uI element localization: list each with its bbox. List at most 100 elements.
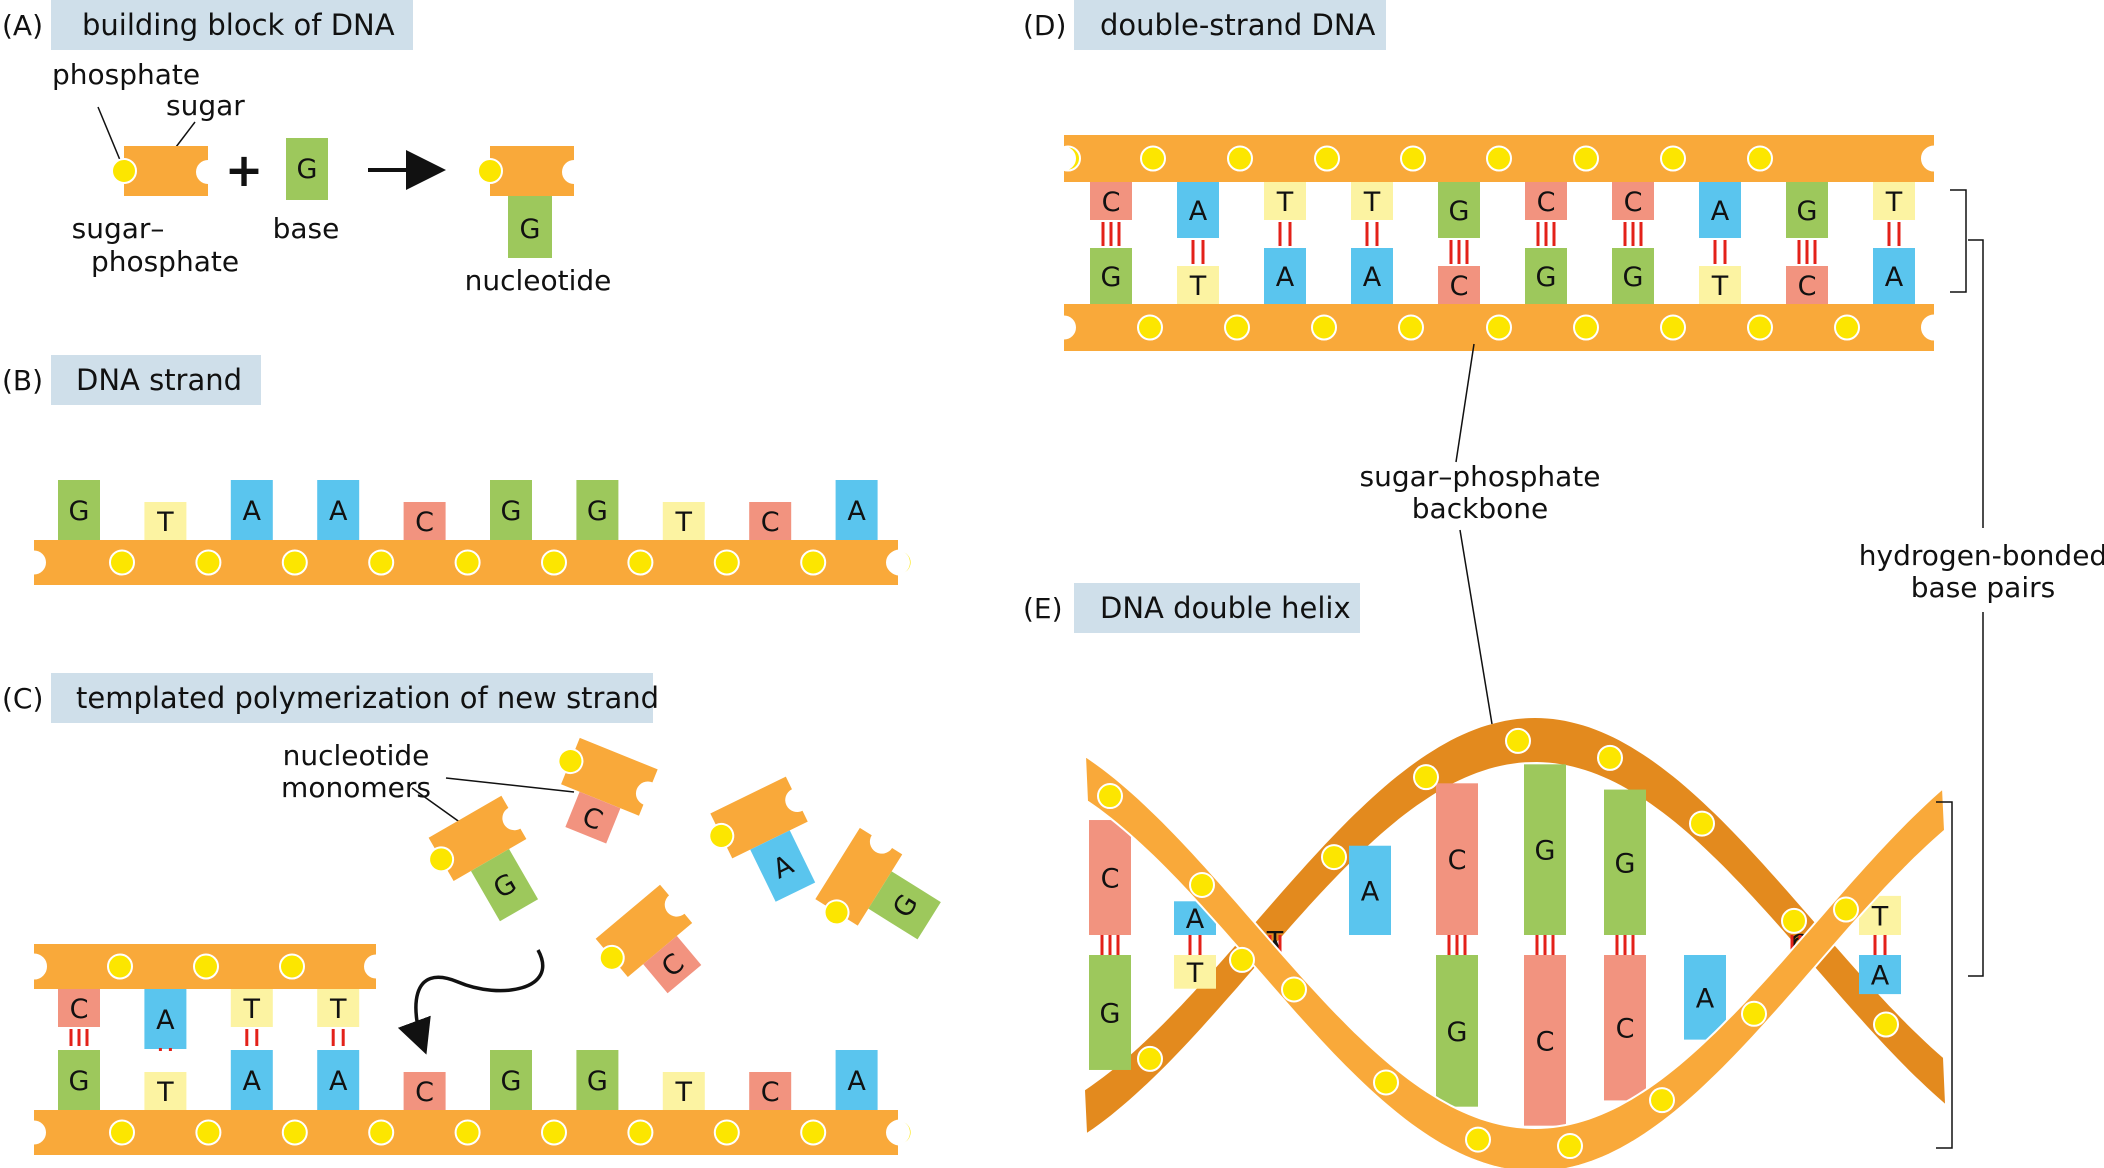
hydrogen-bonds	[1188, 935, 1202, 955]
panel-c: (C) templated polymerization of new stra…	[2, 673, 941, 1155]
base-rect	[1351, 182, 1393, 220]
base-letter: C	[1616, 1014, 1635, 1045]
connector-hbond-e	[1968, 612, 1984, 977]
helix-pair: TA	[1859, 895, 1901, 995]
hydrogen-bonds	[1191, 240, 1205, 264]
hydrogen-bonds	[245, 1029, 259, 1046]
hydrogen-bonds	[1535, 935, 1555, 955]
hydrogen-bonds	[1278, 222, 1292, 246]
base-t: T	[1351, 182, 1393, 220]
monomer-base	[565, 791, 621, 844]
base-letter: A	[1186, 904, 1205, 935]
base-rect	[1786, 266, 1828, 304]
base-c: C	[1436, 783, 1478, 935]
phosphate-dot	[109, 1119, 135, 1146]
base-letter: T	[1885, 187, 1903, 218]
phosphate-dot	[1137, 1045, 1163, 1072]
base-a: A	[1174, 901, 1216, 935]
phosphate-dot	[800, 1119, 827, 1146]
monomer-sugar	[710, 776, 808, 859]
base-rect	[835, 1050, 878, 1110]
helix-pair: GC	[1524, 764, 1566, 1126]
base-rect	[1612, 182, 1654, 220]
base-letter: C	[70, 994, 89, 1025]
backbone-d-bottom	[1052, 304, 1947, 351]
phosphate-dot	[454, 549, 481, 576]
phosphate-dot	[281, 1119, 308, 1146]
hydrogen-bonds	[1449, 240, 1469, 264]
base-letter: C	[415, 507, 434, 538]
base-block: G	[286, 138, 328, 200]
base-t: T	[662, 502, 705, 540]
base-letter: C	[761, 1077, 780, 1108]
helix-pair: A	[1684, 955, 1726, 1040]
base-a: A	[1699, 182, 1741, 238]
phosphate-dot	[713, 549, 740, 576]
hydrogen-bonds	[1797, 240, 1817, 264]
monomer-sugar	[561, 737, 658, 816]
phosphate-dot	[1781, 907, 1807, 934]
base-letter: G	[69, 1066, 90, 1097]
monomer-base	[643, 935, 702, 994]
base-g: G	[1090, 248, 1132, 304]
base-g: G	[490, 1050, 532, 1110]
base-letter: A	[847, 496, 866, 527]
base-t: T	[317, 989, 360, 1027]
base-a: A	[1684, 955, 1726, 1040]
base-t: T	[1699, 266, 1741, 304]
hydrogen-bonds	[1365, 222, 1379, 246]
end-notch	[22, 954, 46, 979]
base-letter: C	[415, 1077, 434, 1108]
base-g: G	[1786, 182, 1828, 238]
end-notch	[364, 954, 388, 979]
base-letter: C	[1450, 271, 1469, 302]
base-letter: G	[1536, 262, 1557, 293]
phosphate-dot	[1833, 896, 1859, 923]
base-rect	[1264, 182, 1306, 220]
base-rect	[1604, 955, 1646, 1101]
hydrogen-bonds	[69, 1029, 89, 1046]
base-rect	[490, 1050, 532, 1110]
base-g: G	[576, 1050, 619, 1110]
base-letter: A	[1696, 983, 1715, 1014]
base-letter: A	[1885, 262, 1904, 293]
base-rect	[1177, 182, 1219, 238]
base-t: T	[662, 1072, 705, 1110]
base-letter: A	[1361, 876, 1380, 907]
base-t: T	[1873, 182, 1915, 220]
base-rect	[317, 989, 360, 1027]
phosphate-dot	[800, 549, 827, 576]
base-g: G	[576, 480, 619, 540]
base-letter: C	[1537, 187, 1556, 218]
monomer-phosphate	[598, 944, 625, 971]
phosphate-dot	[368, 1119, 395, 1146]
panel-c-title-bg	[51, 673, 653, 723]
monomer-phosphate	[708, 822, 735, 849]
base-rect	[1786, 182, 1828, 238]
base-rect	[1873, 248, 1915, 304]
base-c: C	[1525, 182, 1567, 220]
base-letter: G	[1447, 1017, 1468, 1048]
label-phosphate: phosphate	[52, 58, 200, 91]
base-c: C	[403, 502, 446, 540]
helix-pair: CG	[1089, 820, 1131, 1070]
monomer-phosphate	[428, 846, 455, 873]
base-rect	[1438, 266, 1480, 304]
base-t: T	[144, 502, 187, 540]
base-rect	[317, 480, 360, 540]
phosphate-dot	[1373, 1069, 1399, 1096]
base-rect	[576, 1050, 619, 1110]
base-letter: C	[761, 507, 780, 538]
bracket-base-pairs-d	[1950, 189, 1967, 293]
base-t: T	[1174, 955, 1216, 989]
base-rect	[1177, 266, 1219, 304]
base-rect	[403, 502, 446, 540]
base-c: C	[1786, 266, 1828, 304]
base-letter: A	[243, 496, 262, 527]
base-letter: A	[1189, 196, 1208, 227]
panel-c-letter: (C)	[2, 682, 43, 715]
base-letter: C	[1798, 271, 1817, 302]
